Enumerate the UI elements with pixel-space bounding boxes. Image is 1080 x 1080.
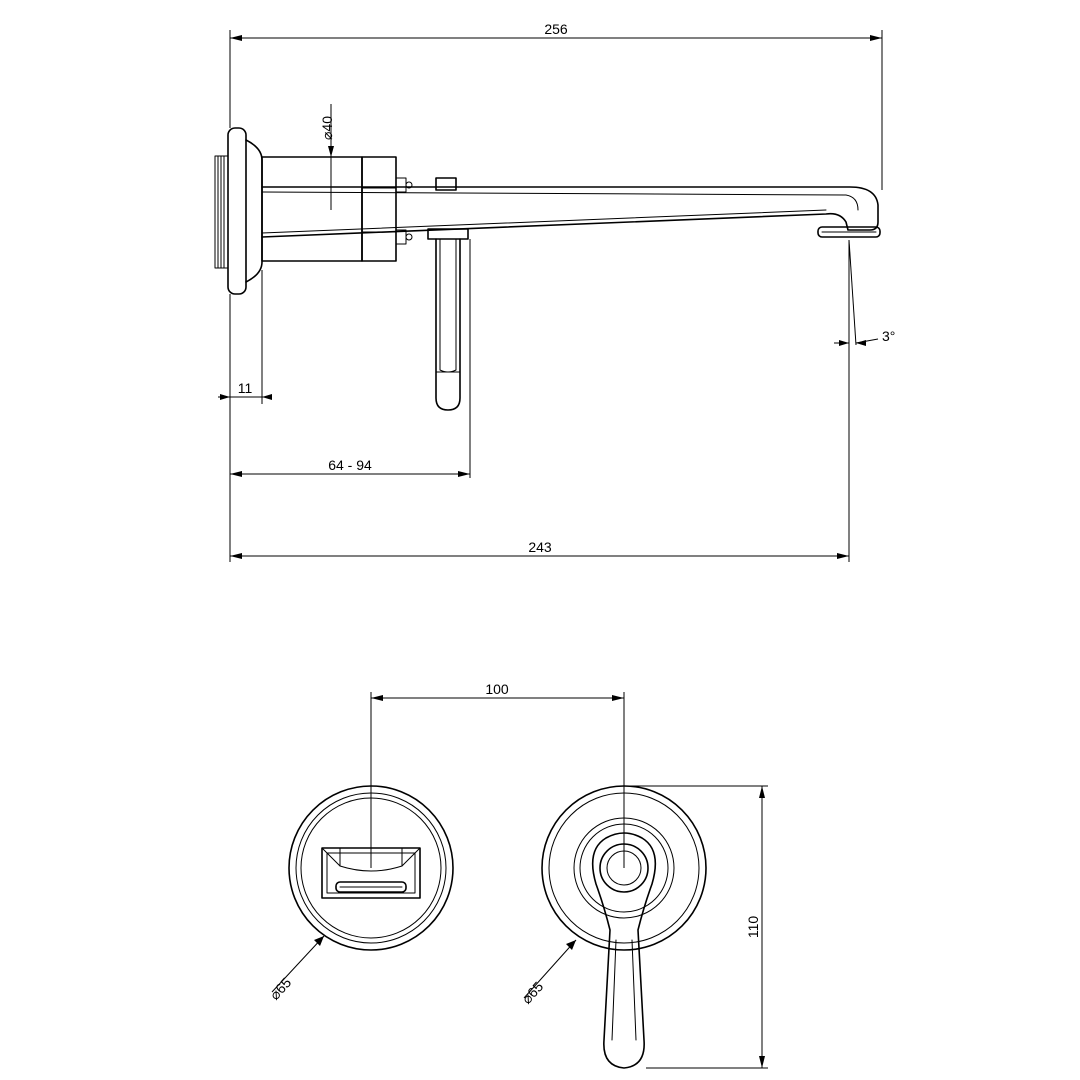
dimension-angle-3: 3° bbox=[834, 239, 895, 562]
dimension-11: 11 bbox=[218, 270, 272, 562]
mixer-rosette bbox=[541, 785, 707, 1069]
wall-flange bbox=[214, 127, 263, 295]
dimension-243: 243 bbox=[230, 539, 849, 559]
dimension-diameter-65-right-label: ⌀65 bbox=[518, 978, 546, 1007]
spout bbox=[261, 186, 881, 238]
dimension-100: 100 bbox=[370, 681, 625, 868]
dimension-diameter-65-left: ⌀65 bbox=[266, 935, 325, 1003]
lever-handle bbox=[427, 177, 469, 411]
dimension-110-label: 110 bbox=[745, 916, 761, 939]
dimension-256: 256 bbox=[229, 21, 883, 190]
dimension-diameter-40-label: ⌀40 bbox=[319, 116, 335, 140]
front-view: 100 110 ⌀65 ⌀65 bbox=[266, 681, 768, 1069]
dimension-64-94-label: 64 - 94 bbox=[328, 457, 372, 473]
dimension-diameter-65-right: ⌀65 bbox=[518, 939, 577, 1007]
dimension-243-label: 243 bbox=[528, 539, 552, 555]
dimension-100-label: 100 bbox=[485, 681, 509, 697]
dimension-110: 110 bbox=[624, 785, 768, 1069]
dimension-11-label: 11 bbox=[238, 380, 253, 396]
side-view: 256 ⌀40 3° 11 bbox=[214, 21, 895, 562]
dimension-diameter-40: ⌀40 bbox=[319, 104, 335, 210]
dimension-256-label: 256 bbox=[544, 21, 568, 37]
dimension-angle-3-label: 3° bbox=[882, 328, 895, 344]
dimension-diameter-65-left-label: ⌀65 bbox=[266, 974, 294, 1003]
cylinder-body bbox=[261, 156, 413, 262]
dimension-64-94: 64 - 94 bbox=[230, 239, 471, 478]
